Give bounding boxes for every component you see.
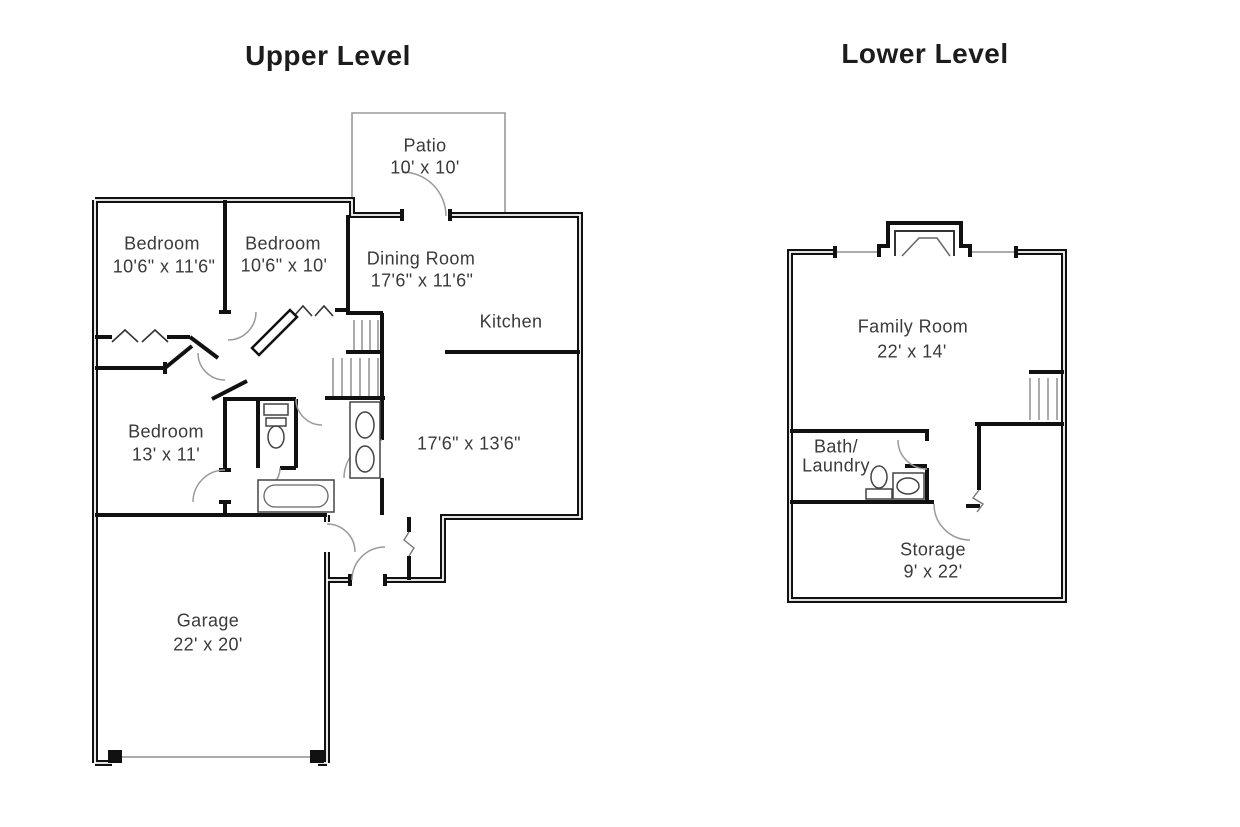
toilet-tank-icon [865,488,893,500]
lower-stairs-icon [1029,378,1058,420]
room-label-bedroom1-dims: 10'6" x 11'6" [112,256,216,277]
garage-door-jamb [108,750,122,763]
lower-level-plan [787,221,1067,603]
hearth-trapezoid [901,237,951,257]
wall-break-mark [403,531,415,557]
lower-interior-walls [790,370,1064,508]
closet-rod-zigzag [111,304,334,343]
room-label-bedroom2-dims: 10'6" x 10' [240,255,328,276]
room-label-storage-name: Storage [900,539,966,560]
lower-level-title: Lower Level [841,38,1009,69]
wc-vanity-icon [263,403,289,416]
room-label-family-room-name: Family Room [857,316,969,337]
upper-level-title: Upper Level [245,40,411,71]
upper-exterior-walls-core [94,199,581,764]
toilet-icon [870,465,888,489]
fireplace-icon [877,221,972,257]
room-label-dining-dims: 17'6" x 11'6" [370,270,474,291]
room-label-garage-name: Garage [176,610,240,631]
bathtub-basin-icon [263,484,329,508]
closet-door-panel [250,308,299,357]
room-label-bedroom1-name: Bedroom [124,233,200,254]
toilet-tank-icon [265,417,287,427]
room-label-patio-name: Patio [403,135,447,156]
upper-level-plan [92,112,583,766]
double-vanity-icon [349,401,381,479]
room-label-bedroom2-name: Bedroom [245,233,321,254]
upper-stairs-icon [332,320,379,396]
upper-exterior-walls [92,197,583,766]
lower-door-swing-arcs [897,439,971,541]
patio-outline [351,112,506,213]
sink-basin-icon [355,445,375,473]
garage-door-jamb [310,750,324,763]
room-label-kitchen-name: Kitchen [479,311,543,332]
upper-interior-walls [95,200,580,580]
room-label-garage-dims: 22' x 20' [173,634,243,655]
room-label-bedroom3-name: Bedroom [128,421,204,442]
bathroom-fixtures [257,401,381,513]
toilet-icon [267,425,285,449]
sink-basin-icon [355,411,375,439]
bath-laundry-fixtures [865,465,925,500]
lower-exterior-walls-core [789,251,1065,601]
room-label-dining-name: Dining Room [366,248,476,269]
room-label-living-area-dims: 17'6" x 13'6" [417,433,521,454]
sink-basin-icon [896,477,920,495]
window-end-caps [833,246,1018,258]
room-label-storage-dims: 9' x 22' [903,561,963,582]
room-label-bath-laundry-line1: Bath/ [813,436,859,457]
room-label-bath-laundry-line2: Laundry [802,455,870,476]
room-label-patio-dims: 10' x 10' [390,157,460,178]
room-label-family-room-dims: 22' x 14' [877,341,947,362]
room-label-bedroom3-dims: 13' x 11' [131,444,201,465]
wall-break-mark [971,489,985,513]
